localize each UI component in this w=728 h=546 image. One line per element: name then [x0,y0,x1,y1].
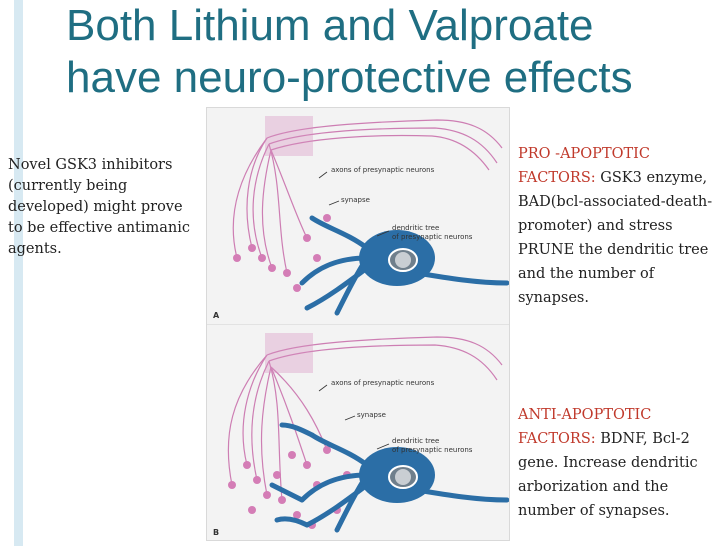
label-dendritic-a-2: of presynaptic neurons [392,233,473,241]
panel-letter-b: B [213,528,219,537]
left-accent-bar [14,0,23,546]
anti-body: BDNF, Bcl-2 gene. Increase dendritic arb… [518,431,698,519]
neuron-illustration-a: axons of presynaptic neurons synapse den… [213,116,509,320]
neuron-figure: axons of presynaptic neurons synapse den… [206,107,510,541]
slide-title: Both Lithium and Valproate have neuro-pr… [66,0,716,104]
neuron-illustration-b: axons of presynaptic neurons synapse den… [213,333,509,537]
pro-body: GSK3 enzyme, BAD(bcl-associated-death-pr… [518,170,713,306]
label-axons-a: axons of presynaptic neurons [331,166,435,174]
label-dendritic-b-1: dendritic tree [392,437,439,445]
gsk3-note: Novel GSK3 inhibitors (currently being d… [8,157,191,257]
panel-a: axons of presynaptic neurons synapse den… [207,108,509,324]
pro-heading: PRO -APOPTOTIC FACTORS: [518,146,650,186]
label-dendritic-a-1: dendritic tree [392,224,439,232]
label-axons-b: axons of presynaptic neurons [331,379,435,387]
label-synapse-b: synapse [357,411,386,419]
panel-b: axons of presynaptic neurons synapse den… [207,324,509,541]
label-dendritic-b-2: of presynaptic neurons [392,446,473,454]
pro-apoptotic-text: PRO -APOPTOTIC FACTORS: GSK3 enzyme, BAD… [518,142,723,310]
label-synapse-a: synapse [341,196,370,204]
anti-apoptotic-text: ANTI-APOPTOTIC FACTORS: BDNF, Bcl-2 gene… [518,403,723,523]
panel-letter-a: A [213,311,220,320]
anti-heading: ANTI-APOPTOTIC FACTORS: [518,407,652,447]
title-line-1: Both Lithium and Valproate [66,1,594,50]
title-line-2: have neuro-protective effects [66,53,633,102]
